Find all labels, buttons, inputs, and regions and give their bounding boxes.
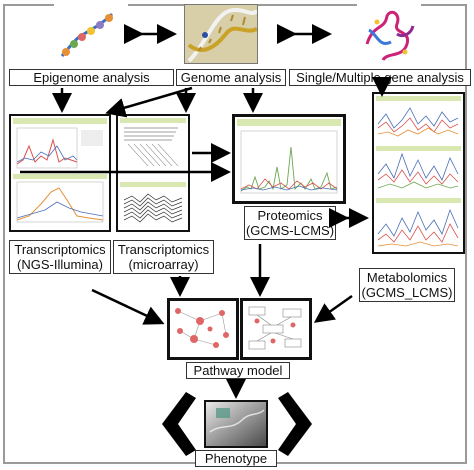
phenotype-text: Phenotype xyxy=(204,451,268,466)
single-multiple-gene-analysis-text: Single/Multiple gene analysis xyxy=(296,70,464,85)
metabolomics-method-text: (GCMS_LCMS) xyxy=(361,285,453,300)
epigenome-analysis-text: Epigenome analysis xyxy=(33,70,150,85)
transcriptomics-microarray-label: Transcriptomics (microarray) xyxy=(113,240,214,274)
phenotype-image xyxy=(204,400,268,448)
single-multiple-gene-analysis-label: Single/Multiple gene analysis xyxy=(289,69,471,86)
transcriptomics-ngs-panel xyxy=(9,114,111,232)
histone-beads xyxy=(62,14,113,56)
proteomics-text: Proteomics xyxy=(257,208,323,223)
single-gene-image xyxy=(357,4,421,64)
metabolomics-panel xyxy=(372,92,465,254)
proteomics-label: Proteomics (GCMS-LCMS) xyxy=(244,206,336,240)
transcriptomics-ngs-method-text: (NGS-Illumina) xyxy=(17,257,103,272)
genome-analysis-label: Genome analysis xyxy=(176,69,286,86)
transcriptomics-ngs-text: Transcriptomics xyxy=(14,242,106,257)
genome-analysis-text: Genome analysis xyxy=(180,70,282,85)
proteomics-panel xyxy=(232,114,346,204)
genome-image xyxy=(184,4,258,64)
pathway-nodes xyxy=(175,308,229,348)
pathway-model-label: Pathway model xyxy=(186,362,290,379)
transcriptomics-microarray-text: Transcriptomics xyxy=(117,242,210,257)
phenotype-label: Phenotype xyxy=(195,450,277,467)
epigenome-image xyxy=(54,4,128,64)
pathway-model-panel-left xyxy=(167,298,239,360)
transcriptomics-microarray-panel xyxy=(116,114,190,232)
pathway-model-text: Pathway model xyxy=(193,363,283,378)
metabolomics-label: Metabolomics (GCMS_LCMS) xyxy=(359,268,455,302)
metabolomics-text: Metabolomics xyxy=(366,270,448,285)
transcriptomics-microarray-method-text: (microarray) xyxy=(128,257,199,272)
pathway-model-panel-right xyxy=(240,298,312,360)
transcriptomics-ngs-label: Transcriptomics (NGS-Illumina) xyxy=(9,240,111,274)
epigenome-analysis-label: Epigenome analysis xyxy=(9,69,174,86)
proteomics-method-text: (GCMS-LCMS) xyxy=(245,223,335,238)
